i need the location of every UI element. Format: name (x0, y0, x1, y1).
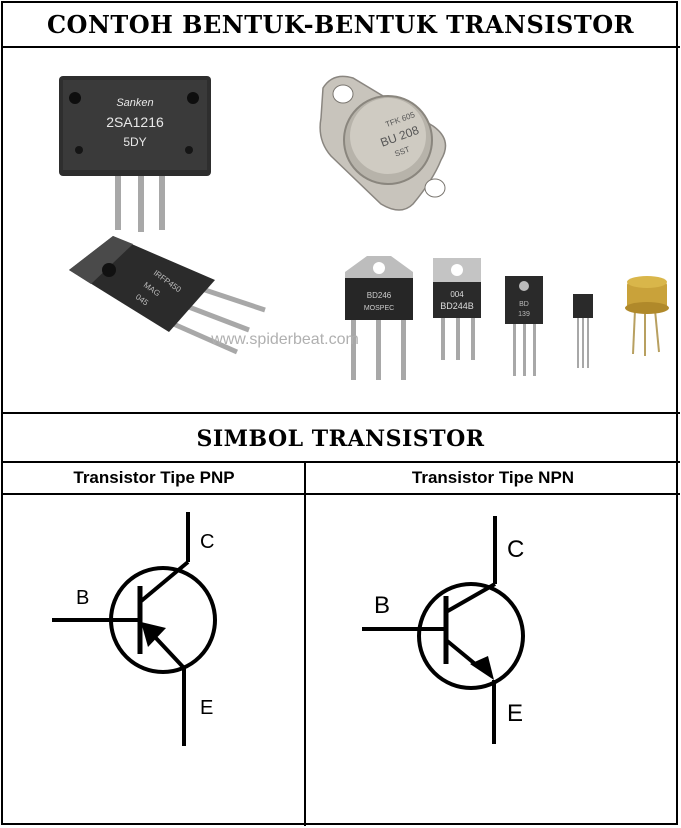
photo-to39-gold (625, 276, 669, 356)
sanken-brand: Sanken (116, 97, 153, 109)
sanken-part: 2SA1216 (106, 114, 164, 130)
pnp-emitter-arrow (141, 622, 166, 647)
pnp-collector-line (138, 560, 190, 604)
divider-columns (304, 462, 306, 826)
page-title: CONTOH BENTUK-BENTUK TRANSISTOR (46, 10, 635, 39)
bd244-line1: 004 (450, 290, 464, 299)
npn-circle (417, 582, 525, 690)
to218-line2: MOSPEC (364, 305, 394, 312)
to218-line1: BD246 (367, 291, 392, 300)
photo-to247-irfp450: IRFP450 MAG 045 (69, 236, 266, 355)
pnp-label-c: C (200, 531, 214, 553)
photo-to218-bd246: BD246 MOSPEC (345, 256, 413, 380)
npn-heading: Transistor Tipe NPN (411, 468, 575, 487)
npn-label-b: B (374, 592, 390, 619)
npn-collector-line (445, 582, 496, 614)
pnp-heading: Transistor Tipe PNP (73, 468, 235, 487)
symbol-section-title: SIMBOL TRANSISTOR (196, 426, 485, 452)
bd139-line2: 139 (518, 311, 530, 318)
npn-emitter-arrow (470, 656, 494, 680)
pnp-label-e: E (200, 697, 213, 719)
watermark: www.spiderbeat.com (210, 331, 359, 348)
sanken-code: 5DY (123, 135, 146, 149)
photo-to220-bd244b: 004 BD244B (433, 258, 481, 360)
npn-symbol: C B E (362, 516, 525, 744)
divider-title (1, 46, 680, 48)
photo-to126-bd139: BD 139 (505, 276, 543, 376)
pnp-symbol: C B E (52, 512, 217, 746)
divider-symbol-title (1, 461, 680, 463)
photo-to92 (573, 294, 593, 368)
photo-sanken-2sa1216: Sanken 2SA1216 5DY (59, 76, 211, 232)
divider-photos (1, 412, 680, 414)
npn-label-e: E (507, 700, 523, 727)
bd139-line1: BD (519, 301, 529, 308)
pnp-emitter-line (152, 634, 186, 670)
photo-metal-can-bu208: TFK 605 BU 208 SST (319, 75, 447, 211)
bd244-part: BD244B (440, 301, 474, 311)
transistor-photos: Sanken 2SA1216 5DY TFK 605 BU 208 SST IR… (3, 48, 678, 412)
pnp-label-b: B (76, 587, 89, 609)
divider-col-heads (1, 493, 680, 495)
npn-label-c: C (507, 536, 524, 563)
